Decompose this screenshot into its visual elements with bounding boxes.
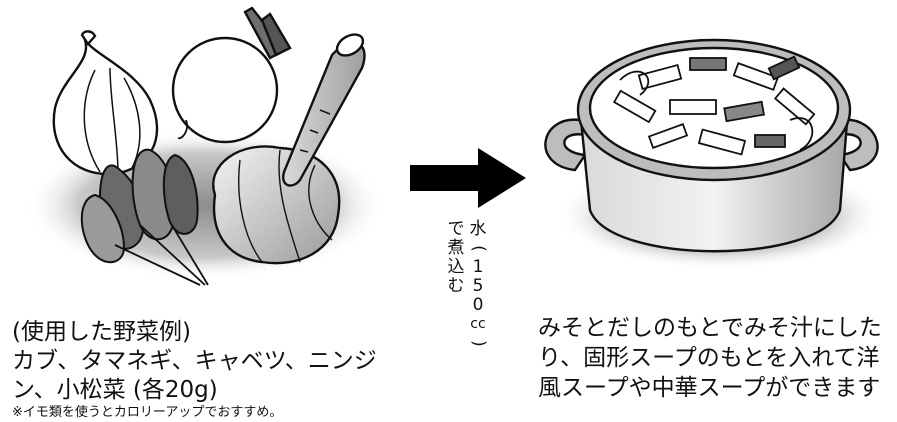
cabbage-icon (212, 145, 341, 265)
veg-caption-line3: ン、小松菜 (各20g) (12, 377, 218, 403)
soup-caption-line2: り、固形スープのもとを入れて洋 (538, 345, 880, 371)
soup-ingredients (612, 55, 816, 156)
unit-cc: cc (470, 316, 486, 332)
soup-pot-illustration (544, 38, 885, 270)
turnip-icon (171, 6, 292, 144)
pot-right-handle (837, 118, 879, 172)
spinach-icon (80, 148, 209, 286)
digit-0: 0 (472, 295, 484, 315)
simmer-column: で 煮 込 む (446, 220, 466, 296)
char-ni: 煮 (447, 238, 465, 258)
soup-caption-line1: みそとだしのもとでみそ汁にした (538, 315, 882, 341)
char-de: で (447, 219, 465, 239)
veg-caption-line2: カブ、タマネギ、キャベツ、ニンジ (12, 348, 377, 374)
char-ko: 込 (447, 257, 465, 277)
onion-icon (52, 30, 159, 176)
paren-close: ) (468, 340, 489, 347)
water-amount-column: 水 ( 1 5 0 cc ) (468, 219, 489, 353)
paren-open: ( (468, 245, 489, 252)
carrot-icon (282, 33, 366, 187)
soup-caption-line3: 風スープや中華スープができます (538, 375, 881, 401)
vegetables-illustration (25, 6, 385, 286)
digit-1: 1 (472, 257, 484, 277)
veg-caption-line1: (使用した野菜例) (12, 319, 191, 345)
arrow-right-icon (410, 148, 526, 208)
char-mu: む (447, 276, 465, 296)
pot-left-handle (544, 118, 588, 172)
veg-note: ※イモ類を使うとカロリーアップでおすすめ。 (12, 405, 283, 420)
digit-5: 5 (472, 276, 484, 296)
water-char: 水 (469, 219, 487, 239)
